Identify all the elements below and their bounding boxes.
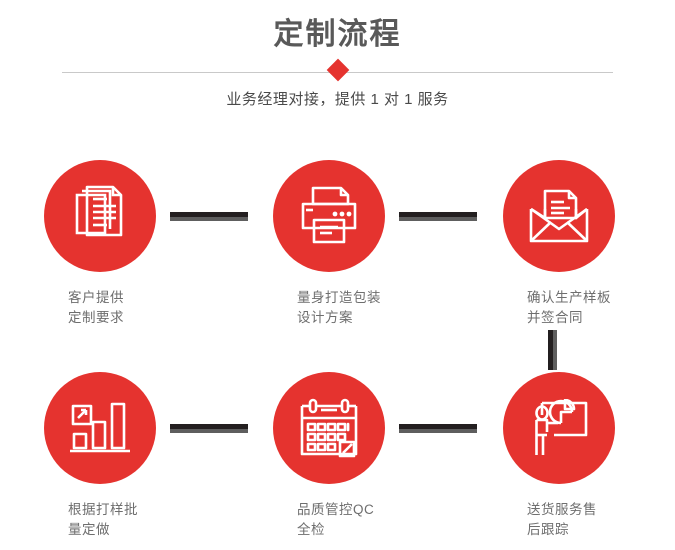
step-label-3: 确认生产样板 并签合同 (527, 290, 611, 325)
connector-bar-light (399, 217, 477, 221)
connector-bar-dark (399, 212, 477, 217)
connector-bar-dark (548, 330, 553, 370)
connector-bar-light (553, 330, 557, 370)
diamond-icon (326, 58, 350, 82)
step-label-1: 客户提供 定制要求 (68, 290, 124, 325)
calendar-check-icon (300, 398, 358, 458)
step-icon-circle-2 (273, 160, 385, 272)
step-icon-circle-4 (44, 372, 156, 484)
step-label-5: 品质管控QC 全检 (297, 502, 375, 537)
step-item-2[interactable]: 量身打造包装 设计方案 (247, 160, 437, 328)
header: 定制流程 业务经理对接，提供 1 对 1 服务 (0, 0, 675, 130)
step-item-1[interactable]: 客户提供 定制要求 (18, 160, 208, 328)
connector-step2-step3 (399, 212, 477, 221)
bar-chart-growth-icon (70, 402, 130, 453)
connector-step1-step2 (170, 212, 248, 221)
connector-step5-step6 (399, 424, 477, 433)
step-icon-circle-5 (273, 372, 385, 484)
title-divider (0, 58, 675, 82)
connector-step4-step5 (170, 424, 248, 433)
page-subtitle: 业务经理对接，提供 1 对 1 服务 (226, 91, 449, 108)
connector-bar-dark (170, 424, 248, 429)
process-steps: 客户提供 定制要求 量身打造包装 设计方案 (0, 130, 675, 550)
step-label-2: 量身打造包装 设计方案 (297, 290, 381, 325)
step-item-5[interactable]: 品质管控QC 全检 (247, 372, 437, 540)
step-item-6[interactable]: 送货服务售 后跟踪 (477, 372, 667, 540)
connector-bar-light (170, 429, 248, 433)
documents-stack-icon (75, 185, 123, 237)
step-label-6: 送货服务售 后跟踪 (527, 502, 597, 537)
connector-bar-dark (399, 424, 477, 429)
connector-step3-step6 (548, 330, 557, 370)
presenter-pie-chart-icon (535, 399, 588, 455)
step-item-3[interactable]: 确认生产样板 并签合同 (477, 160, 667, 328)
page-title: 定制流程 (273, 18, 402, 51)
step-icon-circle-1 (44, 160, 156, 272)
step-icon-circle-3 (503, 160, 615, 272)
step-label-4: 根据打样批 量定做 (68, 502, 138, 537)
connector-bar-light (399, 429, 477, 433)
connector-bar-dark (170, 212, 248, 217)
step-icon-circle-6 (503, 372, 615, 484)
envelope-document-icon (529, 189, 589, 243)
connector-bar-light (170, 217, 248, 221)
printer-icon (301, 186, 357, 244)
step-item-4[interactable]: 根据打样批 量定做 (18, 372, 208, 540)
